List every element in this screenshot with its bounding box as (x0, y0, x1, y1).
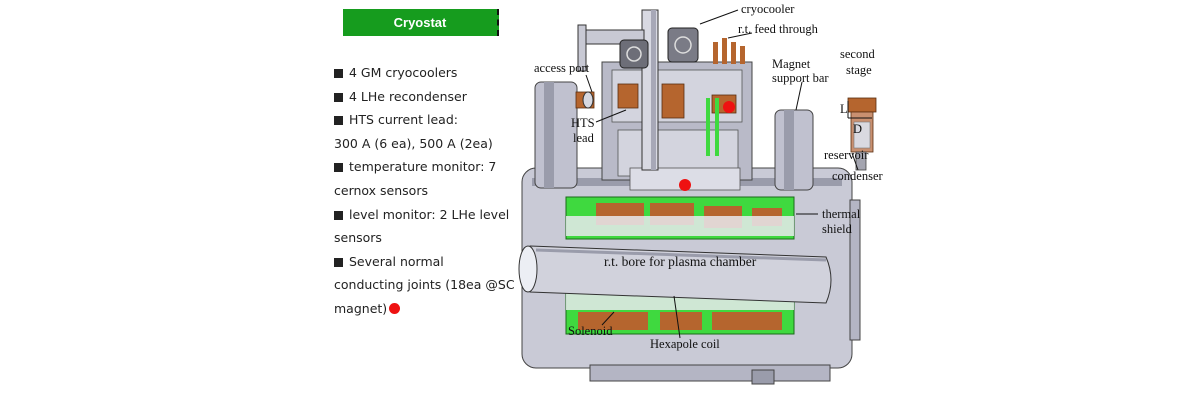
cryocooler-ring (674, 36, 692, 54)
side-pipe-elbow (577, 24, 587, 72)
label-access-port: access port (534, 61, 590, 75)
feedthrough-pin (713, 42, 718, 64)
bullet-item: Several normal (334, 250, 524, 274)
shaft-shade (651, 10, 656, 170)
bullet-text: magnet) (334, 300, 388, 316)
cryocooler-head (619, 39, 649, 69)
bullet-text: Several normal (349, 253, 444, 269)
label-condenser: condenser (832, 169, 884, 183)
bullet-continuation: sensors (334, 230, 382, 246)
square-bullet-icon (334, 92, 343, 102)
end-flange-right (849, 199, 861, 341)
bottom-foot (751, 369, 775, 385)
bore-highlight (535, 248, 827, 262)
square-bullet-icon (334, 257, 343, 267)
red-marker-icon (679, 179, 691, 191)
support-column-shade (784, 110, 794, 190)
leader-hts-lead (595, 109, 627, 123)
square-bullet-icon (334, 116, 343, 126)
leader-solenoid (601, 311, 615, 326)
upper-frame (566, 216, 794, 236)
square-bullet-icon (334, 69, 343, 78)
bullet-item: level monitor: 2 LHe level (334, 203, 524, 227)
bullet-continuation: conducting joints (18ea @SC (334, 277, 515, 293)
coil-block (660, 312, 702, 330)
label-bore: r.t. bore for plasma chamber (604, 254, 757, 269)
label-solenoid: Solenoid (568, 324, 613, 338)
bore-opening (518, 245, 538, 293)
label-second-stage-2: stage (846, 63, 872, 77)
leader-access-port (585, 74, 593, 93)
hts-lead-strip (706, 98, 710, 156)
label-magnet-support-2: support bar (772, 71, 829, 85)
leader-cryocooler (699, 9, 739, 25)
current-lead-block (617, 83, 639, 109)
left-turret (534, 81, 578, 189)
label-magnet-support-1: Magnet (772, 57, 811, 71)
leader-hexapole (673, 295, 681, 339)
feedthrough-pin (722, 38, 727, 64)
square-bullet-icon (334, 163, 343, 173)
bullet-continuation: magnet) (334, 297, 524, 321)
square-bullet-icon (334, 210, 343, 220)
feedthrough-pin (731, 42, 736, 64)
current-lead-block (661, 83, 685, 119)
feedthrough-pin (740, 46, 745, 64)
bullet-text: HTS current lead: (349, 112, 458, 128)
bullet-continuation: 300 A (6 ea), 500 A (2ea) (334, 135, 493, 151)
title-text: Cryostat (393, 15, 447, 30)
label-rt-feedthrough: r.t. feed through (738, 22, 819, 36)
coil-block (578, 312, 648, 330)
label-second-stage-1: second (840, 47, 875, 61)
bullet-item: HTS current lead: (334, 108, 524, 132)
red-marker-icon (723, 101, 735, 113)
cryocooler-ring (626, 46, 642, 62)
spec-list: 4 GM cryocoolers 4 LHe recondenser HTS c… (334, 61, 524, 321)
condenser-tail (855, 151, 867, 171)
label-hts-2: lead (573, 131, 595, 145)
condenser-fins (853, 121, 871, 149)
left-turret-shade (544, 82, 554, 188)
bullet-item: 4 GM cryocoolers (334, 61, 524, 85)
red-marker-icon (389, 302, 401, 314)
leader-support-bar (795, 81, 803, 111)
bullet-text: 4 LHe recondenser (349, 88, 467, 104)
label-reservoir: reservoir (824, 148, 869, 162)
access-port-flange (582, 91, 594, 109)
bullet-item: 4 LHe recondenser (334, 85, 524, 109)
cryocooler-head (667, 27, 699, 63)
bullet-text: level monitor: 2 LHe level (349, 206, 510, 222)
leader-feedthrough (727, 32, 753, 39)
label-dimension-d: D (853, 122, 862, 136)
hts-lead-strip (715, 98, 719, 156)
label-hexapole: Hexapole coil (650, 337, 720, 351)
bullet-continuation: cernox sensors (334, 182, 428, 198)
leader-reservoir (851, 152, 859, 171)
second-stage-cap (847, 97, 877, 113)
bullet-text: 4 GM cryocoolers (349, 65, 458, 80)
bullet-text: temperature monitor: 7 (349, 159, 497, 175)
label-cryocooler: cryocooler (741, 2, 795, 16)
label-thermal: thermal (822, 207, 861, 221)
label-dimension-l: L (840, 102, 848, 116)
label-hts-1: HTS (571, 116, 595, 130)
coil-block (712, 312, 782, 330)
title-banner: Cryostat (343, 9, 499, 36)
bottom-skirt (589, 364, 831, 382)
label-shield: shield (822, 222, 853, 236)
bullet-item: temperature monitor: 7 (334, 155, 524, 179)
